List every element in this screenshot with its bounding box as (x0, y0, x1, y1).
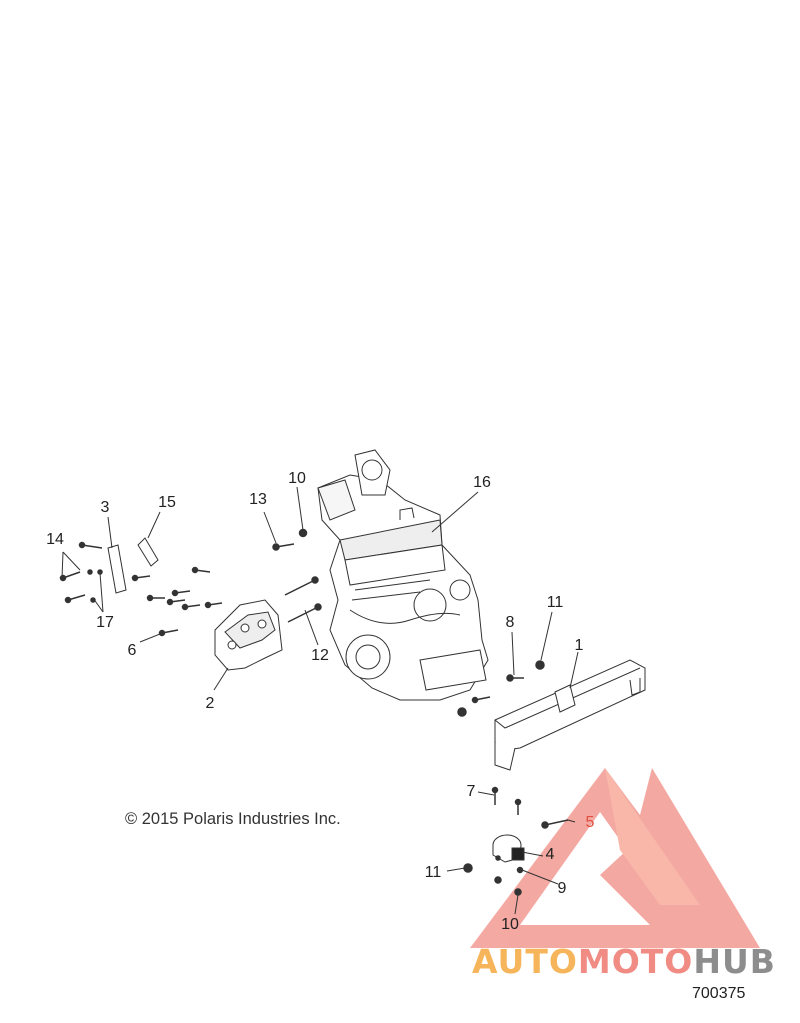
watermark-auto: AUTO (472, 942, 578, 981)
bracket-plate (107, 544, 127, 594)
callout-9: 9 (557, 880, 567, 897)
callout-12: 12 (311, 647, 329, 664)
callout-2: 2 (205, 695, 215, 712)
callout-4: 4 (545, 846, 555, 863)
watermark-text: AUTOMOTOHUB (472, 942, 776, 981)
callout-1: 1 (574, 637, 584, 654)
callout-10-lower: 10 (501, 916, 519, 933)
copyright-notice: © 2015 Polaris Industries Inc. (125, 810, 341, 828)
figure-number: 700375 (692, 985, 746, 1002)
callout-16: 16 (473, 474, 491, 491)
callout-17: 17 (96, 614, 114, 631)
watermark-hub: HUB (693, 942, 776, 981)
callout-11-upper: 11 (546, 594, 564, 611)
callout-11-lower: 11 (424, 864, 442, 881)
engine-mount-bracket (214, 599, 283, 671)
automotohub-logo (470, 768, 760, 948)
callout-15: 15 (158, 494, 176, 511)
engine-assembly (317, 449, 489, 701)
callout-6: 6 (127, 642, 137, 659)
leader-lines (61, 486, 579, 915)
callout-5: 5 (585, 814, 595, 831)
callout-3: 3 (100, 499, 110, 516)
link-bracket (137, 537, 159, 567)
callout-13: 13 (249, 491, 267, 508)
callout-10-upper: 10 (288, 470, 306, 487)
callout-14: 14 (46, 531, 64, 548)
callout-7: 7 (466, 783, 476, 800)
crossmember (494, 659, 646, 771)
watermark-moto: MOTO (577, 942, 694, 981)
fasteners (59, 528, 569, 896)
callout-8: 8 (505, 614, 515, 631)
